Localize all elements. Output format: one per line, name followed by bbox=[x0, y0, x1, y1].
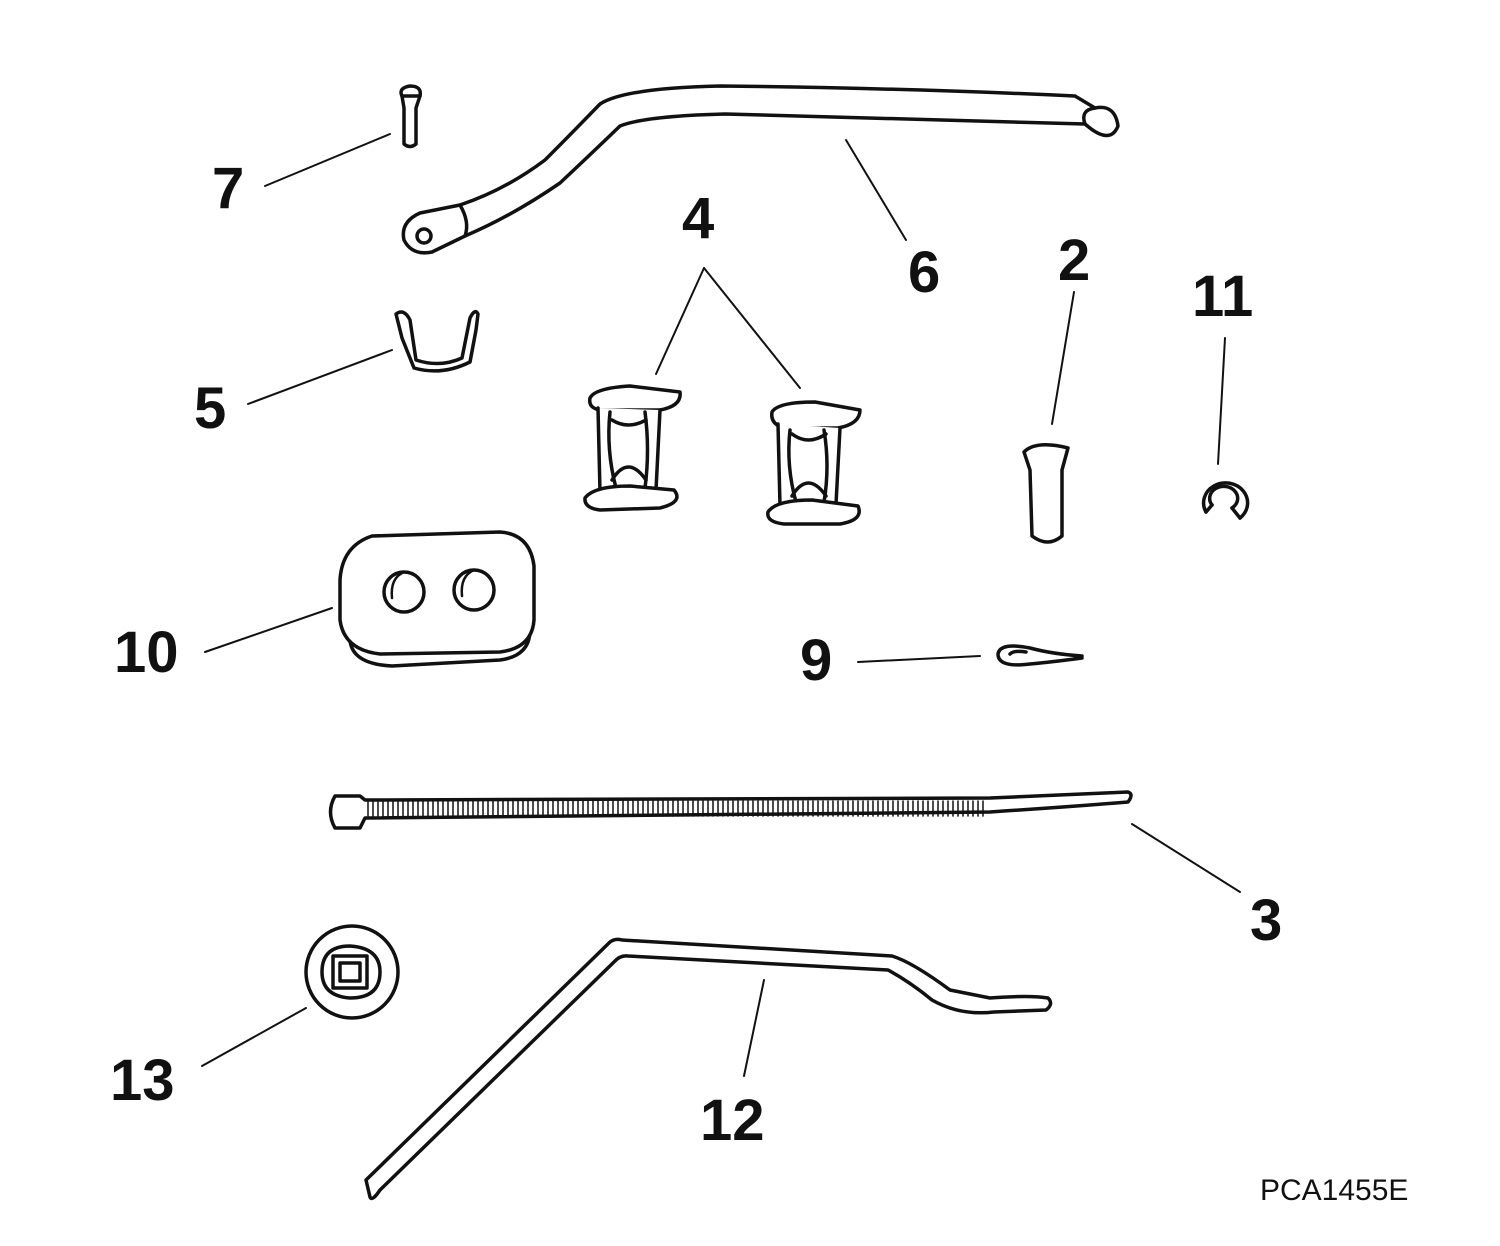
callout-3: 3 bbox=[1250, 888, 1283, 953]
part-7-pin bbox=[399, 84, 423, 149]
leader-lines bbox=[201, 133, 1241, 1077]
leader-12 bbox=[743, 979, 765, 1077]
leader-3 bbox=[1131, 823, 1241, 893]
callout-2: 2 bbox=[1058, 228, 1091, 293]
part-10-rubber-block bbox=[338, 530, 536, 668]
part-3-cable-tie bbox=[328, 790, 1133, 830]
part-11-e-ring bbox=[1201, 481, 1250, 520]
callout-12: 12 bbox=[700, 1088, 765, 1153]
drawing-code: PCA1455E bbox=[1260, 1174, 1409, 1207]
leader-4a bbox=[655, 267, 705, 375]
part-9-hairpin bbox=[996, 644, 1084, 667]
part-6-rod bbox=[401, 84, 1120, 255]
part-5-clip bbox=[394, 310, 480, 373]
part-12-rod bbox=[364, 937, 1053, 1201]
part-4-grommet-right bbox=[766, 400, 862, 526]
callout-13: 13 bbox=[110, 1048, 175, 1113]
part-2-pin bbox=[1022, 443, 1070, 544]
callout-4: 4 bbox=[682, 186, 715, 251]
leader-7 bbox=[264, 133, 391, 187]
leader-4b bbox=[703, 267, 801, 389]
leader-5 bbox=[247, 349, 393, 405]
callout-7: 7 bbox=[212, 156, 245, 221]
callout-6: 6 bbox=[908, 240, 941, 305]
leader-10 bbox=[204, 607, 333, 653]
callout-5: 5 bbox=[194, 376, 227, 441]
leader-6 bbox=[845, 139, 907, 241]
leader-13 bbox=[201, 1007, 307, 1067]
leader-11 bbox=[1217, 337, 1226, 465]
callout-10: 10 bbox=[114, 620, 179, 685]
part-13-grommet bbox=[304, 924, 400, 1020]
part-4-grommet-left bbox=[583, 384, 682, 512]
callout-9: 9 bbox=[800, 628, 833, 693]
callout-11: 11 bbox=[1192, 264, 1254, 329]
leader-9 bbox=[857, 655, 981, 663]
leader-2 bbox=[1051, 291, 1075, 425]
